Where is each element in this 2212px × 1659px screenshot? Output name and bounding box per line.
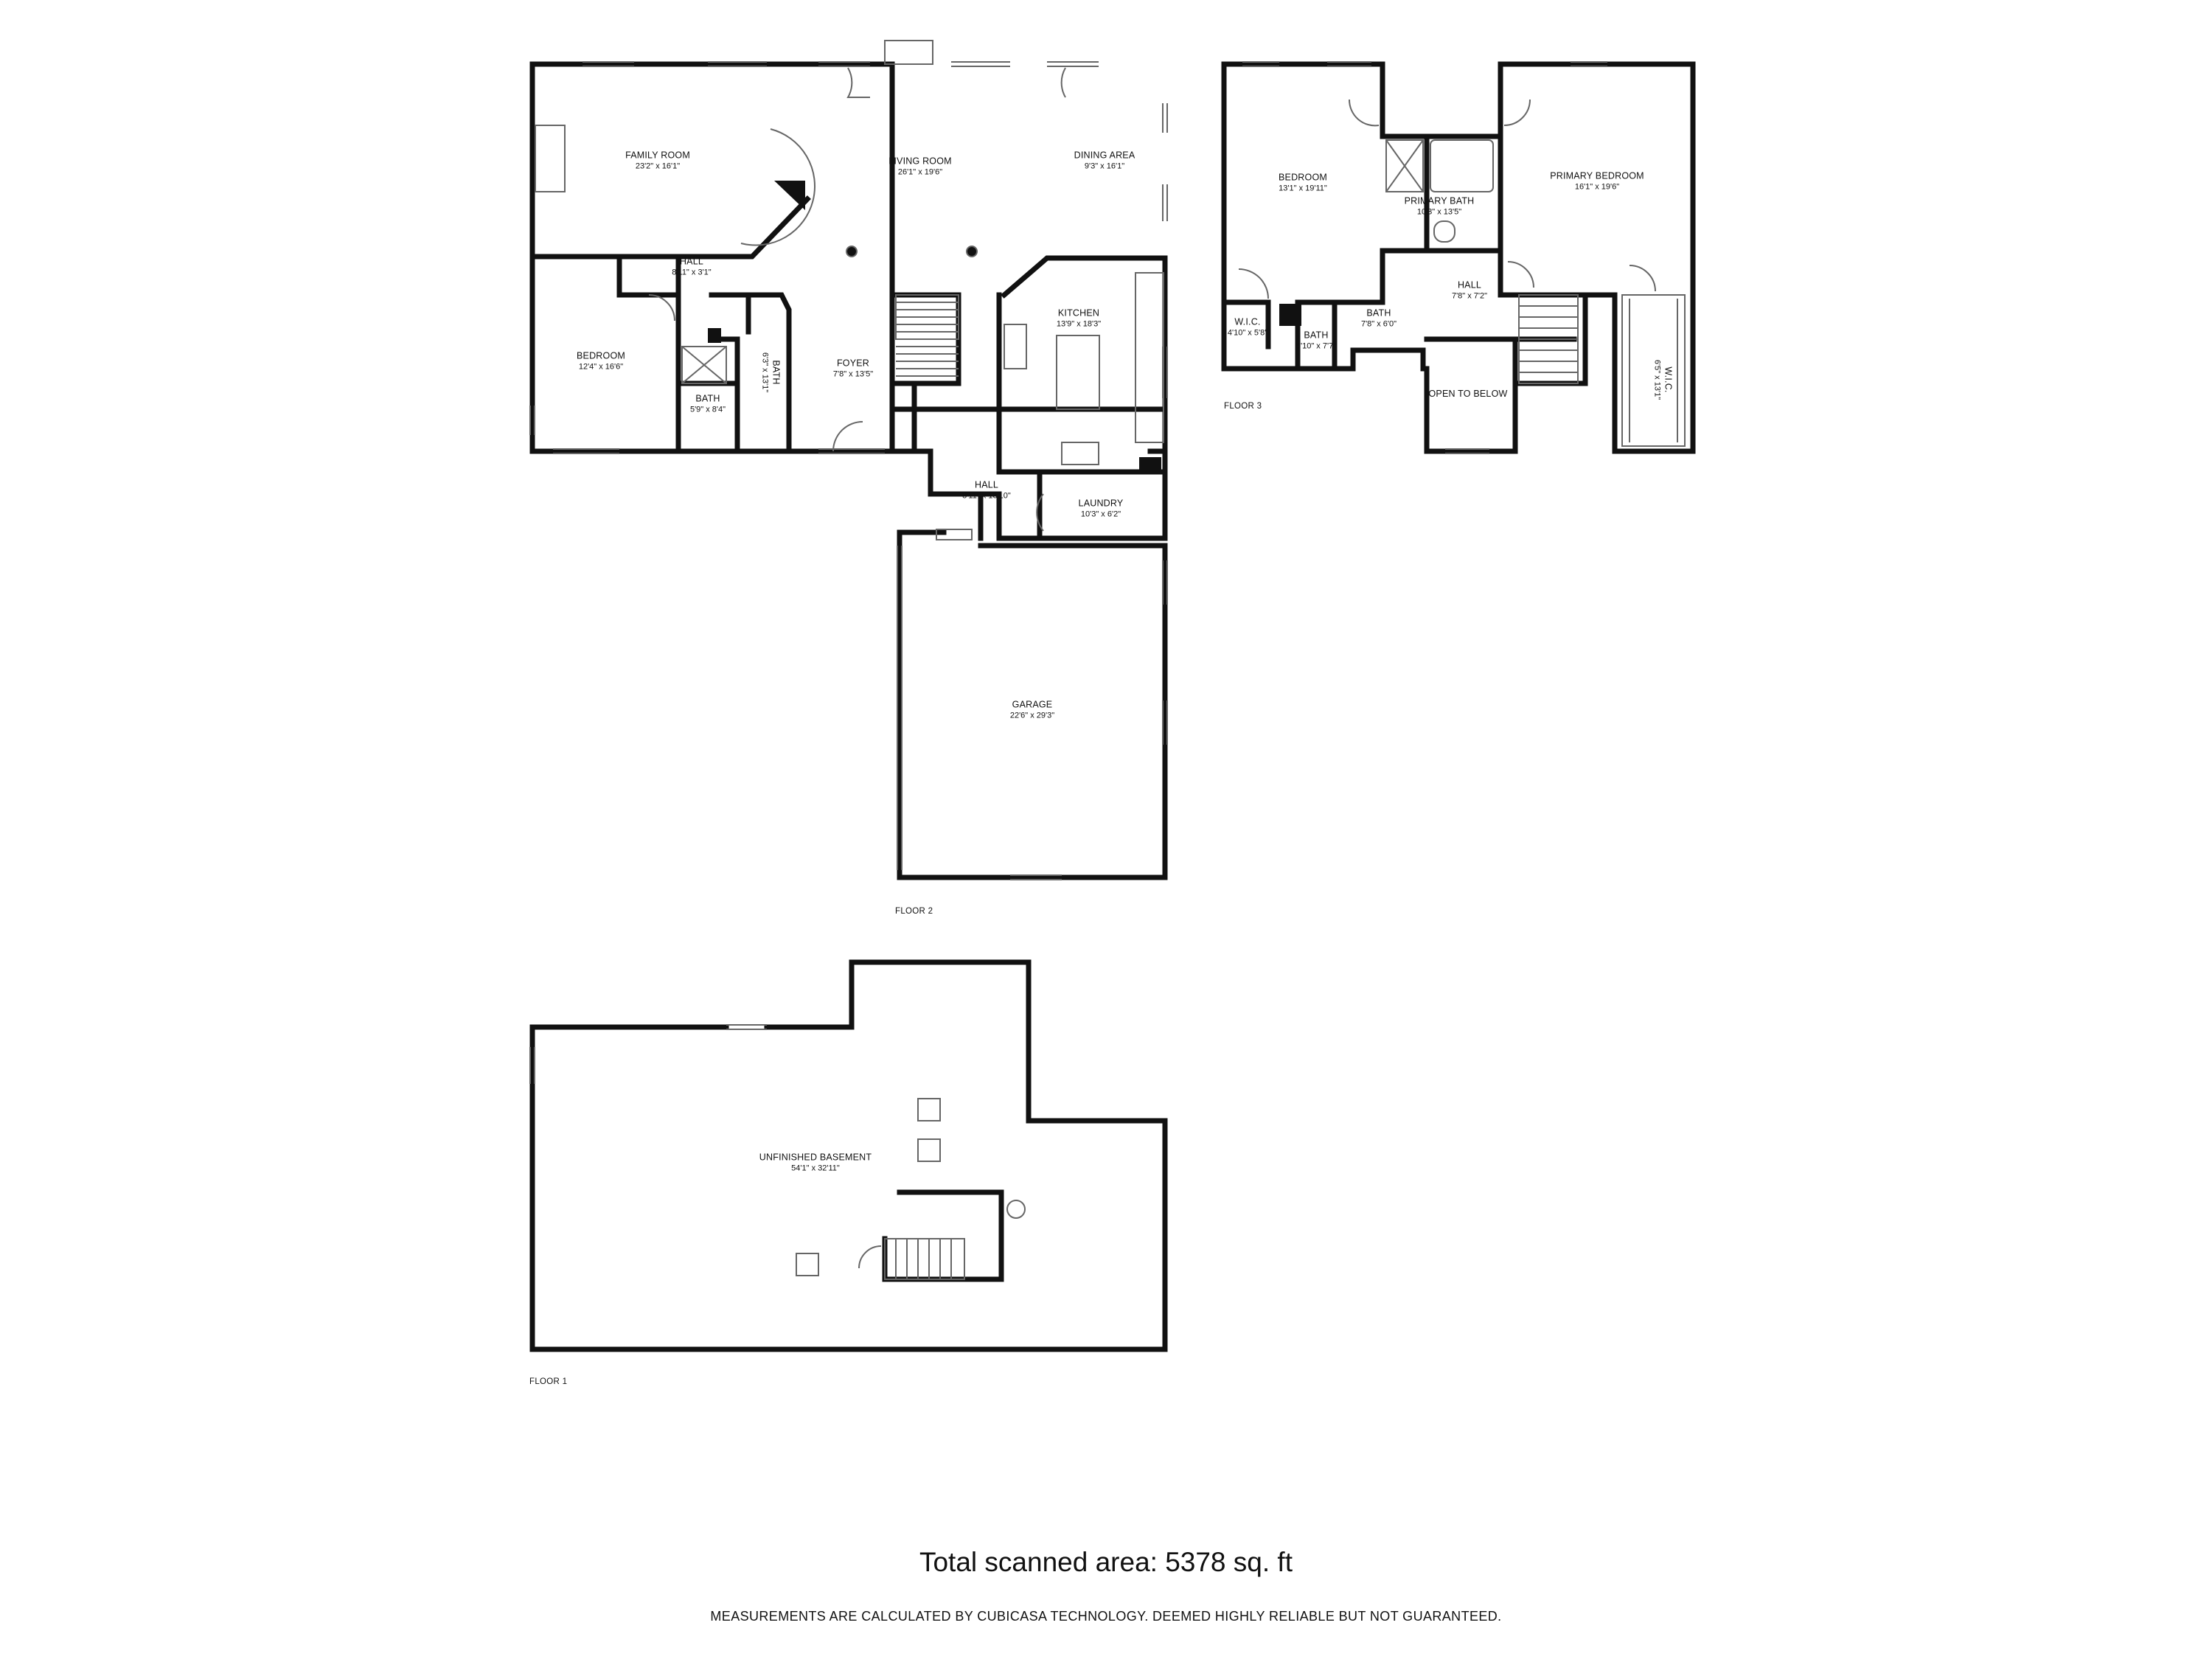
- room-dimensions: 13'1" x 19'11": [1279, 183, 1327, 192]
- room-dimensions: 6'5" x 13'1": [1653, 359, 1663, 400]
- room-primary-bedroom: PRIMARY BEDROOM 16'1" x 19'6": [1550, 170, 1644, 192]
- room-wic-floor3a: W.I.C. 4'10" x 5'8": [1228, 316, 1267, 338]
- room-dimensions: 22'6" x 29'3": [1009, 710, 1055, 720]
- room-dimensions: 10'3" x 13'5": [1416, 206, 1462, 216]
- room-name: BATH: [771, 360, 782, 385]
- room-dimensions: 7'8" x 13'5": [832, 369, 874, 378]
- room-dimensions: 10'3" x 6'2": [1080, 509, 1121, 518]
- closet-corner: [774, 181, 805, 210]
- room-name: PRIMARY BATH: [1404, 195, 1475, 206]
- total-area: Total scanned area: 5378 sq. ft: [919, 1547, 1293, 1577]
- floor-3-fixtures: [1238, 61, 1686, 454]
- chase-block: [708, 328, 721, 343]
- room-foyer: FOYER 7'8" x 13'5": [833, 358, 873, 379]
- room-wic-floor3b: W.I.C. 6'5" x 13'1": [1652, 359, 1674, 400]
- room-name: LIVING ROOM: [888, 156, 952, 167]
- room-name: UNFINISHED BASEMENT: [759, 1152, 872, 1163]
- room-dimensions: 7'8" x 6'0": [1360, 319, 1397, 328]
- room-dimensions: 4'10" x 5'8": [1227, 327, 1268, 337]
- room-name: OPEN TO BELOW: [1428, 389, 1508, 400]
- room-primary-bath: PRIMARY BATH 10'3" x 13'5": [1405, 195, 1475, 217]
- room-family-room: FAMILY ROOM 23'2" x 16'1": [625, 150, 690, 171]
- room-garage: GARAGE 22'6" x 29'3": [1010, 699, 1054, 720]
- room-name: DINING AREA: [1074, 150, 1135, 161]
- room-name: BATH: [1304, 330, 1329, 341]
- room-dimensions: 9'3" x 16'1": [1084, 161, 1125, 170]
- room-name: FAMILY ROOM: [625, 150, 690, 161]
- room-dimensions: 6'3" x 13'1": [761, 352, 771, 393]
- room-dimensions: 5'10" x 7'7": [1295, 341, 1337, 350]
- room-dimensions: 23'2" x 16'1": [635, 161, 681, 170]
- chase-block-kitchen: [1139, 457, 1161, 470]
- disclaimer: MEASUREMENTS ARE CALCULATED BY CUBICASA …: [710, 1609, 1502, 1624]
- room-living-room: LIVING ROOM 26'1" x 19'6": [888, 156, 952, 177]
- room-bedroom-floor3: BEDROOM 13'1" x 19'11": [1279, 172, 1327, 193]
- room-dimensions: 12'4" x 16'6": [578, 361, 624, 371]
- floor-1-fixtures: [529, 1024, 1026, 1280]
- room-hall-floor3: HALL 7'8" x 7'2": [1452, 279, 1487, 301]
- floor-2-walls: [529, 61, 1168, 880]
- room-name: BEDROOM: [1279, 172, 1327, 183]
- room-kitchen: KITCHEN 13'9" x 18'3": [1057, 307, 1101, 329]
- chase-block-f3: [1279, 304, 1301, 326]
- room-name: KITCHEN: [1057, 307, 1100, 319]
- room-name: W.I.C.: [1234, 316, 1261, 327]
- room-name: GARAGE: [1012, 699, 1053, 710]
- room-hall-lower: HALL 8'11" x 13'10": [962, 479, 1011, 501]
- room-name: HALL: [974, 479, 999, 490]
- floor-2-label: FLOOR 2: [895, 907, 933, 916]
- room-laundry: LAUNDRY 10'3" x 6'2": [1079, 498, 1124, 519]
- room-name: BEDROOM: [577, 350, 625, 361]
- room-hall-upper: HALL 8'11" x 3'1": [672, 256, 711, 277]
- room-name: LAUNDRY: [1078, 498, 1124, 509]
- room-dining-area: DINING AREA 9'3" x 16'1": [1074, 150, 1135, 171]
- room-dimensions: 7'8" x 7'2": [1451, 291, 1488, 300]
- room-dimensions: 13'9" x 18'3": [1056, 319, 1102, 328]
- room-name: BATH: [1366, 307, 1391, 319]
- room-name: HALL: [1457, 279, 1482, 291]
- room-dimensions: 8'11" x 3'1": [672, 267, 712, 276]
- open-to-below: OPEN TO BELOW: [1428, 389, 1507, 400]
- room-name: W.I.C.: [1663, 366, 1674, 393]
- floor-3-label: FLOOR 3: [1224, 402, 1262, 411]
- room-bath-floor3b: BATH 7'8" x 6'0": [1361, 307, 1397, 329]
- room-unfinished-basement: UNFINISHED BASEMENT 54'1" x 32'11": [759, 1152, 872, 1173]
- room-bedroom-floor2: BEDROOM 12'4" x 16'6": [577, 350, 625, 372]
- floor-2-fixtures: [529, 40, 1168, 880]
- room-name: HALL: [679, 256, 704, 267]
- room-dimensions: 5'9" x 8'4": [689, 404, 726, 414]
- room-name: BATH: [695, 393, 720, 404]
- room-dimensions: 16'1" x 19'6": [1574, 181, 1620, 191]
- room-name: FOYER: [836, 358, 870, 369]
- room-dimensions: 26'1" x 19'6": [897, 167, 943, 176]
- room-bath-floor2a: BATH 5'9" x 8'4": [690, 393, 726, 414]
- room-bath-floor3a: BATH 5'10" x 7'7": [1296, 330, 1336, 351]
- room-dimensions: 8'11" x 13'10": [962, 490, 1011, 500]
- room-dimensions: 54'1" x 32'11": [791, 1163, 840, 1172]
- room-name: PRIMARY BEDROOM: [1550, 170, 1644, 181]
- floor-1-label: FLOOR 1: [529, 1377, 568, 1386]
- room-bath-floor2b: BATH 6'3" x 13'1": [759, 352, 782, 393]
